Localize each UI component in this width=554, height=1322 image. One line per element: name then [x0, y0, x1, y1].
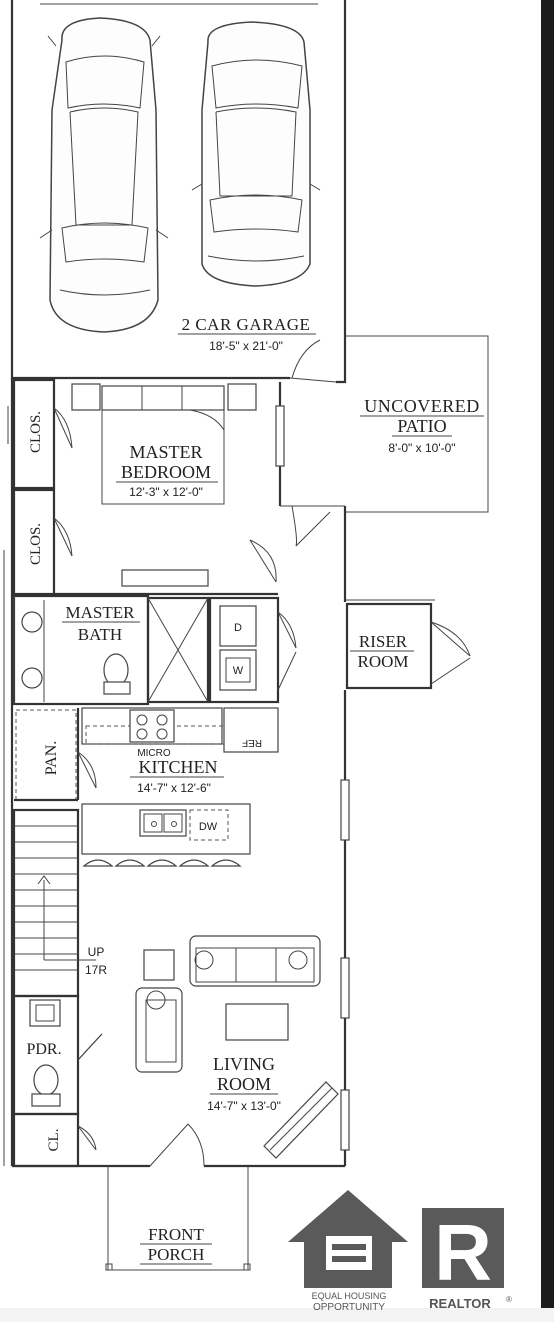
dishwasher-label: DW: [199, 821, 218, 833]
bedroom-name-line2: BEDROOM: [121, 462, 211, 482]
garage: 2 CAR GARAGE 18'-5" x 21'-0": [10, 0, 347, 384]
powder-toilet: [33, 1064, 59, 1096]
realtor-letter-icon: R: [434, 1208, 492, 1297]
powder-sink: [29, 999, 61, 1027]
master-bath: MASTER BATH: [12, 594, 210, 706]
ref-label: REF: [242, 737, 262, 748]
bath-name-line1: MASTER: [66, 603, 136, 622]
living-size: 14'-7" x 13'-0": [207, 1099, 281, 1113]
riser-name-line2: ROOM: [357, 652, 408, 671]
toilet-bath: [103, 653, 129, 687]
closet-upper-label: CLOS.: [28, 411, 44, 453]
patio-size: 8'-0" x 10'-0": [388, 441, 455, 455]
closet-lower-label: CLOS.: [28, 523, 44, 565]
realtor-text: REALTOR: [429, 1296, 491, 1311]
equal-housing-line1: EQUAL HOUSING: [312, 1291, 387, 1301]
bath-name-line2: BATH: [78, 625, 122, 644]
armchair: [135, 987, 183, 1073]
living-name-line1: LIVING: [213, 1054, 275, 1074]
riser-name-line1: RISER: [359, 632, 408, 651]
front-porch: FRONT PORCH: [105, 1166, 251, 1271]
dryer: [219, 605, 257, 647]
master-bedroom: MASTER BEDROOM 12'-3" x 12'-0": [54, 383, 278, 596]
bed-headboard: [101, 385, 225, 411]
window-right-3: [340, 1089, 350, 1151]
micro-label: MICRO: [137, 748, 171, 759]
powder-label: PDR.: [26, 1041, 61, 1058]
riser-room: RISER ROOM: [345, 599, 471, 690]
porch-name-line1: FRONT: [148, 1225, 204, 1244]
right-frame-bar: [541, 0, 554, 1322]
garage-size: 18'-5" x 21'-0": [209, 339, 283, 353]
living-name-line2: ROOM: [217, 1074, 271, 1094]
stairs: UP 17R: [12, 808, 107, 998]
shower: [146, 596, 210, 704]
bedroom-name-line1: MASTER: [129, 442, 202, 462]
coffee-table: [225, 1003, 289, 1041]
realtor-badge: [422, 1208, 504, 1288]
cooktop: [129, 709, 175, 743]
kitchen: PAN. REF MICRO KITCHEN 14'-7" x 12'-6" D…: [14, 707, 279, 867]
sink-bath-bottom: [21, 667, 43, 689]
washer-label: W: [233, 665, 244, 677]
porch-name-line2: PORCH: [148, 1245, 205, 1264]
window-bed-right: [275, 405, 285, 467]
bar-stools: [82, 859, 242, 867]
house-walls: [3, 378, 350, 1168]
dresser: [121, 569, 209, 587]
patio-name-line2: PATIO: [397, 416, 446, 436]
bottom-frame-bar: [0, 1308, 554, 1322]
patio: UNCOVERED PATIO 8'-0" x 10'-0": [345, 335, 489, 513]
side-table: [143, 949, 175, 981]
pantry-label: PAN.: [43, 741, 60, 776]
stairs-risers-label: 17R: [85, 963, 107, 977]
car-right: [191, 21, 321, 287]
kitchen-name: KITCHEN: [139, 757, 218, 777]
laundry: D W: [208, 596, 297, 704]
front-closet-label: CL.: [46, 1129, 62, 1152]
realtor-registered-mark: ®: [506, 1295, 512, 1304]
bedroom-size: 12'-3" x 12'-0": [129, 485, 203, 499]
stairs-up-label: UP: [88, 945, 105, 959]
closets: CLOS. CLOS.: [12, 378, 73, 596]
patio-name-line1: UNCOVERED: [364, 396, 480, 416]
equal-housing-logo: EQUAL HOUSING OPPORTUNITY: [288, 1190, 408, 1313]
front-closet: CL.: [12, 1112, 97, 1168]
powder-room: PDR.: [12, 994, 103, 1116]
garage-name: 2 CAR GARAGE: [182, 315, 311, 334]
nightstand-left: [71, 383, 101, 411]
refrigerator: [223, 707, 279, 753]
sink-bath-top: [21, 611, 43, 633]
window-right-1: [340, 779, 350, 841]
bed: [101, 409, 225, 505]
equal-housing-line2: OPPORTUNITY: [313, 1302, 385, 1313]
sofa: [189, 935, 321, 987]
realtor-logo: R REALTOR ®: [422, 1208, 512, 1311]
car-left: [39, 17, 169, 333]
dishwasher: [189, 809, 229, 841]
window-right-2: [340, 957, 350, 1019]
kitchen-size: 14'-7" x 12'-6": [137, 781, 211, 795]
nightstand-right: [227, 383, 257, 411]
living-room: LIVING ROOM 14'-7" x 13'-0": [135, 935, 339, 1167]
dryer-label: D: [234, 622, 242, 634]
